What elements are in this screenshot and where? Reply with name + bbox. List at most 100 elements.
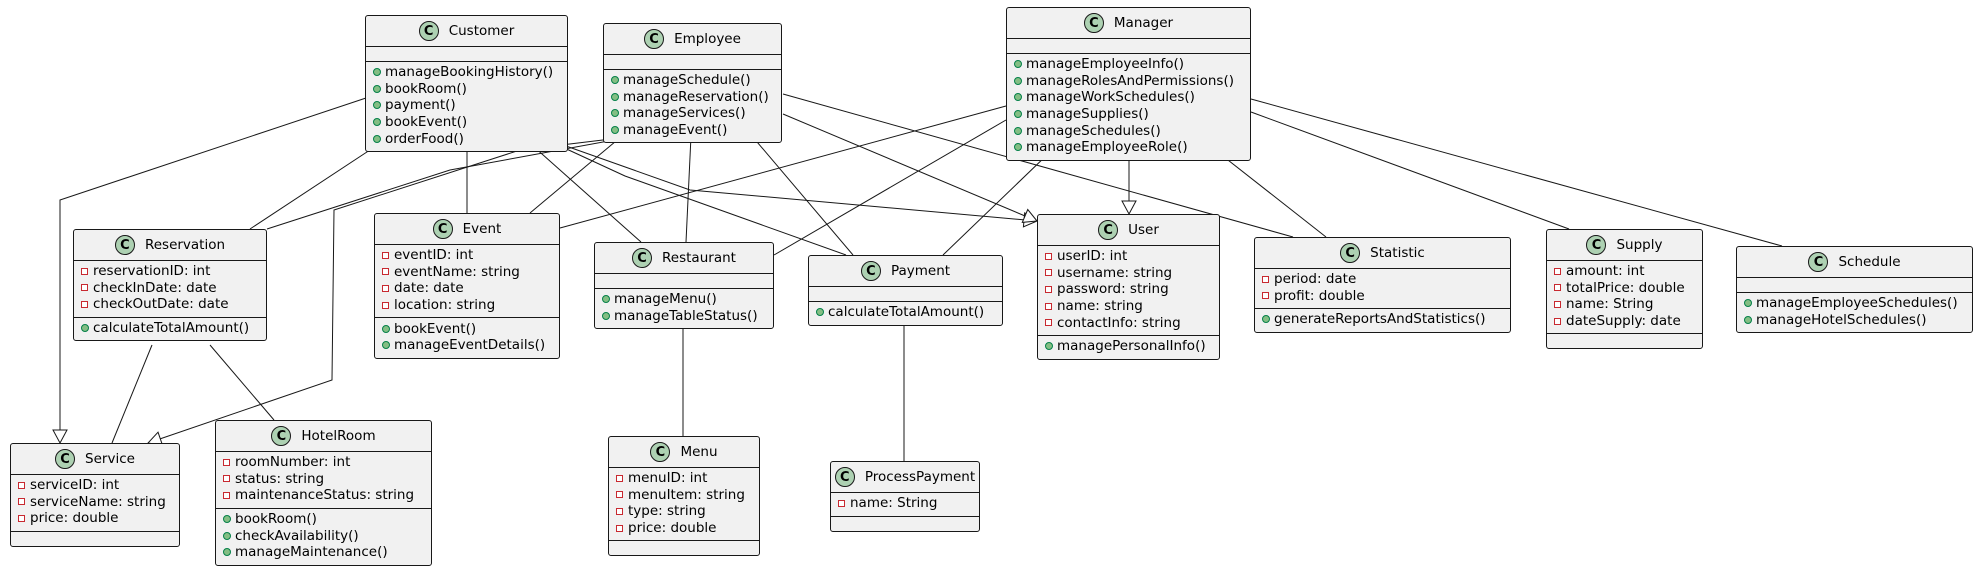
edge-customer-service (59, 97, 367, 443)
public-visibility-icon (373, 68, 381, 77)
private-visibility-icon (18, 498, 25, 506)
class-c-icon: C (55, 449, 76, 469)
attribute-text: date: date (394, 280, 464, 297)
method-row: orderFood() (366, 130, 567, 147)
method-text: payment() (385, 97, 456, 114)
attribute-text: serviceID: int (30, 477, 120, 494)
attribute-row: menuID: int (609, 470, 759, 487)
attribute-row: userID: int (1038, 248, 1219, 265)
public-visibility-icon (223, 515, 231, 524)
method-text: orderFood() (385, 130, 464, 147)
method-row: manageEvent() (604, 122, 781, 139)
class-name: HotelRoom (301, 428, 376, 444)
method-text: manageMaintenance() (235, 544, 388, 561)
methods-section (1547, 333, 1702, 348)
private-visibility-icon (1045, 319, 1052, 327)
attributes-section (1007, 38, 1250, 53)
class-name: Payment (890, 263, 951, 279)
class-c-icon: C (1098, 220, 1119, 240)
public-visibility-icon (611, 92, 619, 101)
public-visibility-icon (611, 126, 619, 135)
private-visibility-icon (382, 251, 389, 259)
private-visibility-icon (616, 474, 623, 482)
edge-customer-user (565, 145, 1038, 222)
method-text: manageEvent() (623, 122, 728, 139)
attributes-section (366, 46, 567, 61)
attribute-text: serviceName: string (30, 493, 166, 510)
public-visibility-icon (373, 118, 381, 127)
class-name: Customer (448, 23, 515, 39)
public-visibility-icon (373, 101, 381, 110)
public-visibility-icon (1744, 299, 1752, 308)
attribute-row: amount: int (1547, 263, 1702, 280)
attribute-text: amount: int (1566, 263, 1645, 280)
method-text: manageSchedules() (1026, 122, 1161, 139)
method-row: manageMaintenance() (216, 544, 431, 561)
attribute-row: date: date (375, 280, 559, 297)
class-c-icon: C (650, 442, 671, 462)
attribute-row: checkOutDate: date (74, 296, 266, 313)
public-visibility-icon (611, 109, 619, 118)
attribute-text: name: String (850, 495, 938, 512)
methods-section: bookEvent()manageEventDetails() (375, 317, 559, 357)
method-text: calculateTotalAmount() (828, 304, 985, 321)
attribute-row: roomNumber: int (216, 454, 431, 471)
class-c-icon: C (632, 248, 653, 268)
private-visibility-icon (1045, 285, 1052, 293)
method-row: manageTableStatus() (595, 308, 773, 325)
edge-reservation-service (111, 344, 153, 444)
attribute-row: dateSupply: date (1547, 313, 1702, 330)
attribute-text: checkOutDate: date (93, 296, 229, 313)
attribute-text: menuID: int (628, 470, 708, 487)
methods-section (11, 530, 179, 546)
public-visibility-icon (611, 76, 619, 85)
private-visibility-icon (1554, 317, 1561, 325)
edge-employee-restaurant (685, 135, 692, 243)
public-visibility-icon (816, 308, 824, 317)
private-visibility-icon (1554, 284, 1561, 292)
method-text: manageSchedule() (623, 72, 751, 89)
method-row: manageEventDetails() (375, 337, 559, 354)
class-name: Reservation (144, 237, 226, 253)
methods-section: calculateTotalAmount() (809, 301, 1002, 325)
attribute-row: status: string (216, 471, 431, 488)
attribute-row: serviceName: string (11, 494, 179, 511)
public-visibility-icon (1014, 143, 1022, 152)
method-text: bookEvent() (385, 114, 468, 131)
attribute-row: price: double (609, 520, 759, 537)
class-c-icon: C (432, 219, 453, 239)
method-text: manageWorkSchedules() (1026, 89, 1195, 106)
attribute-text: contactInfo: string (1057, 314, 1181, 331)
private-visibility-icon (616, 507, 623, 515)
class-name: User (1128, 222, 1159, 238)
edge-employee-payment (751, 135, 854, 256)
class-name: Supply (1616, 237, 1663, 253)
attribute-text: roomNumber: int (235, 454, 351, 471)
class-name: Statistic (1370, 245, 1425, 261)
attribute-row: username: string (1038, 265, 1219, 282)
method-row: manageReservation() (604, 89, 781, 106)
methods-section: generateReportsAndStatistics() (1255, 308, 1510, 332)
